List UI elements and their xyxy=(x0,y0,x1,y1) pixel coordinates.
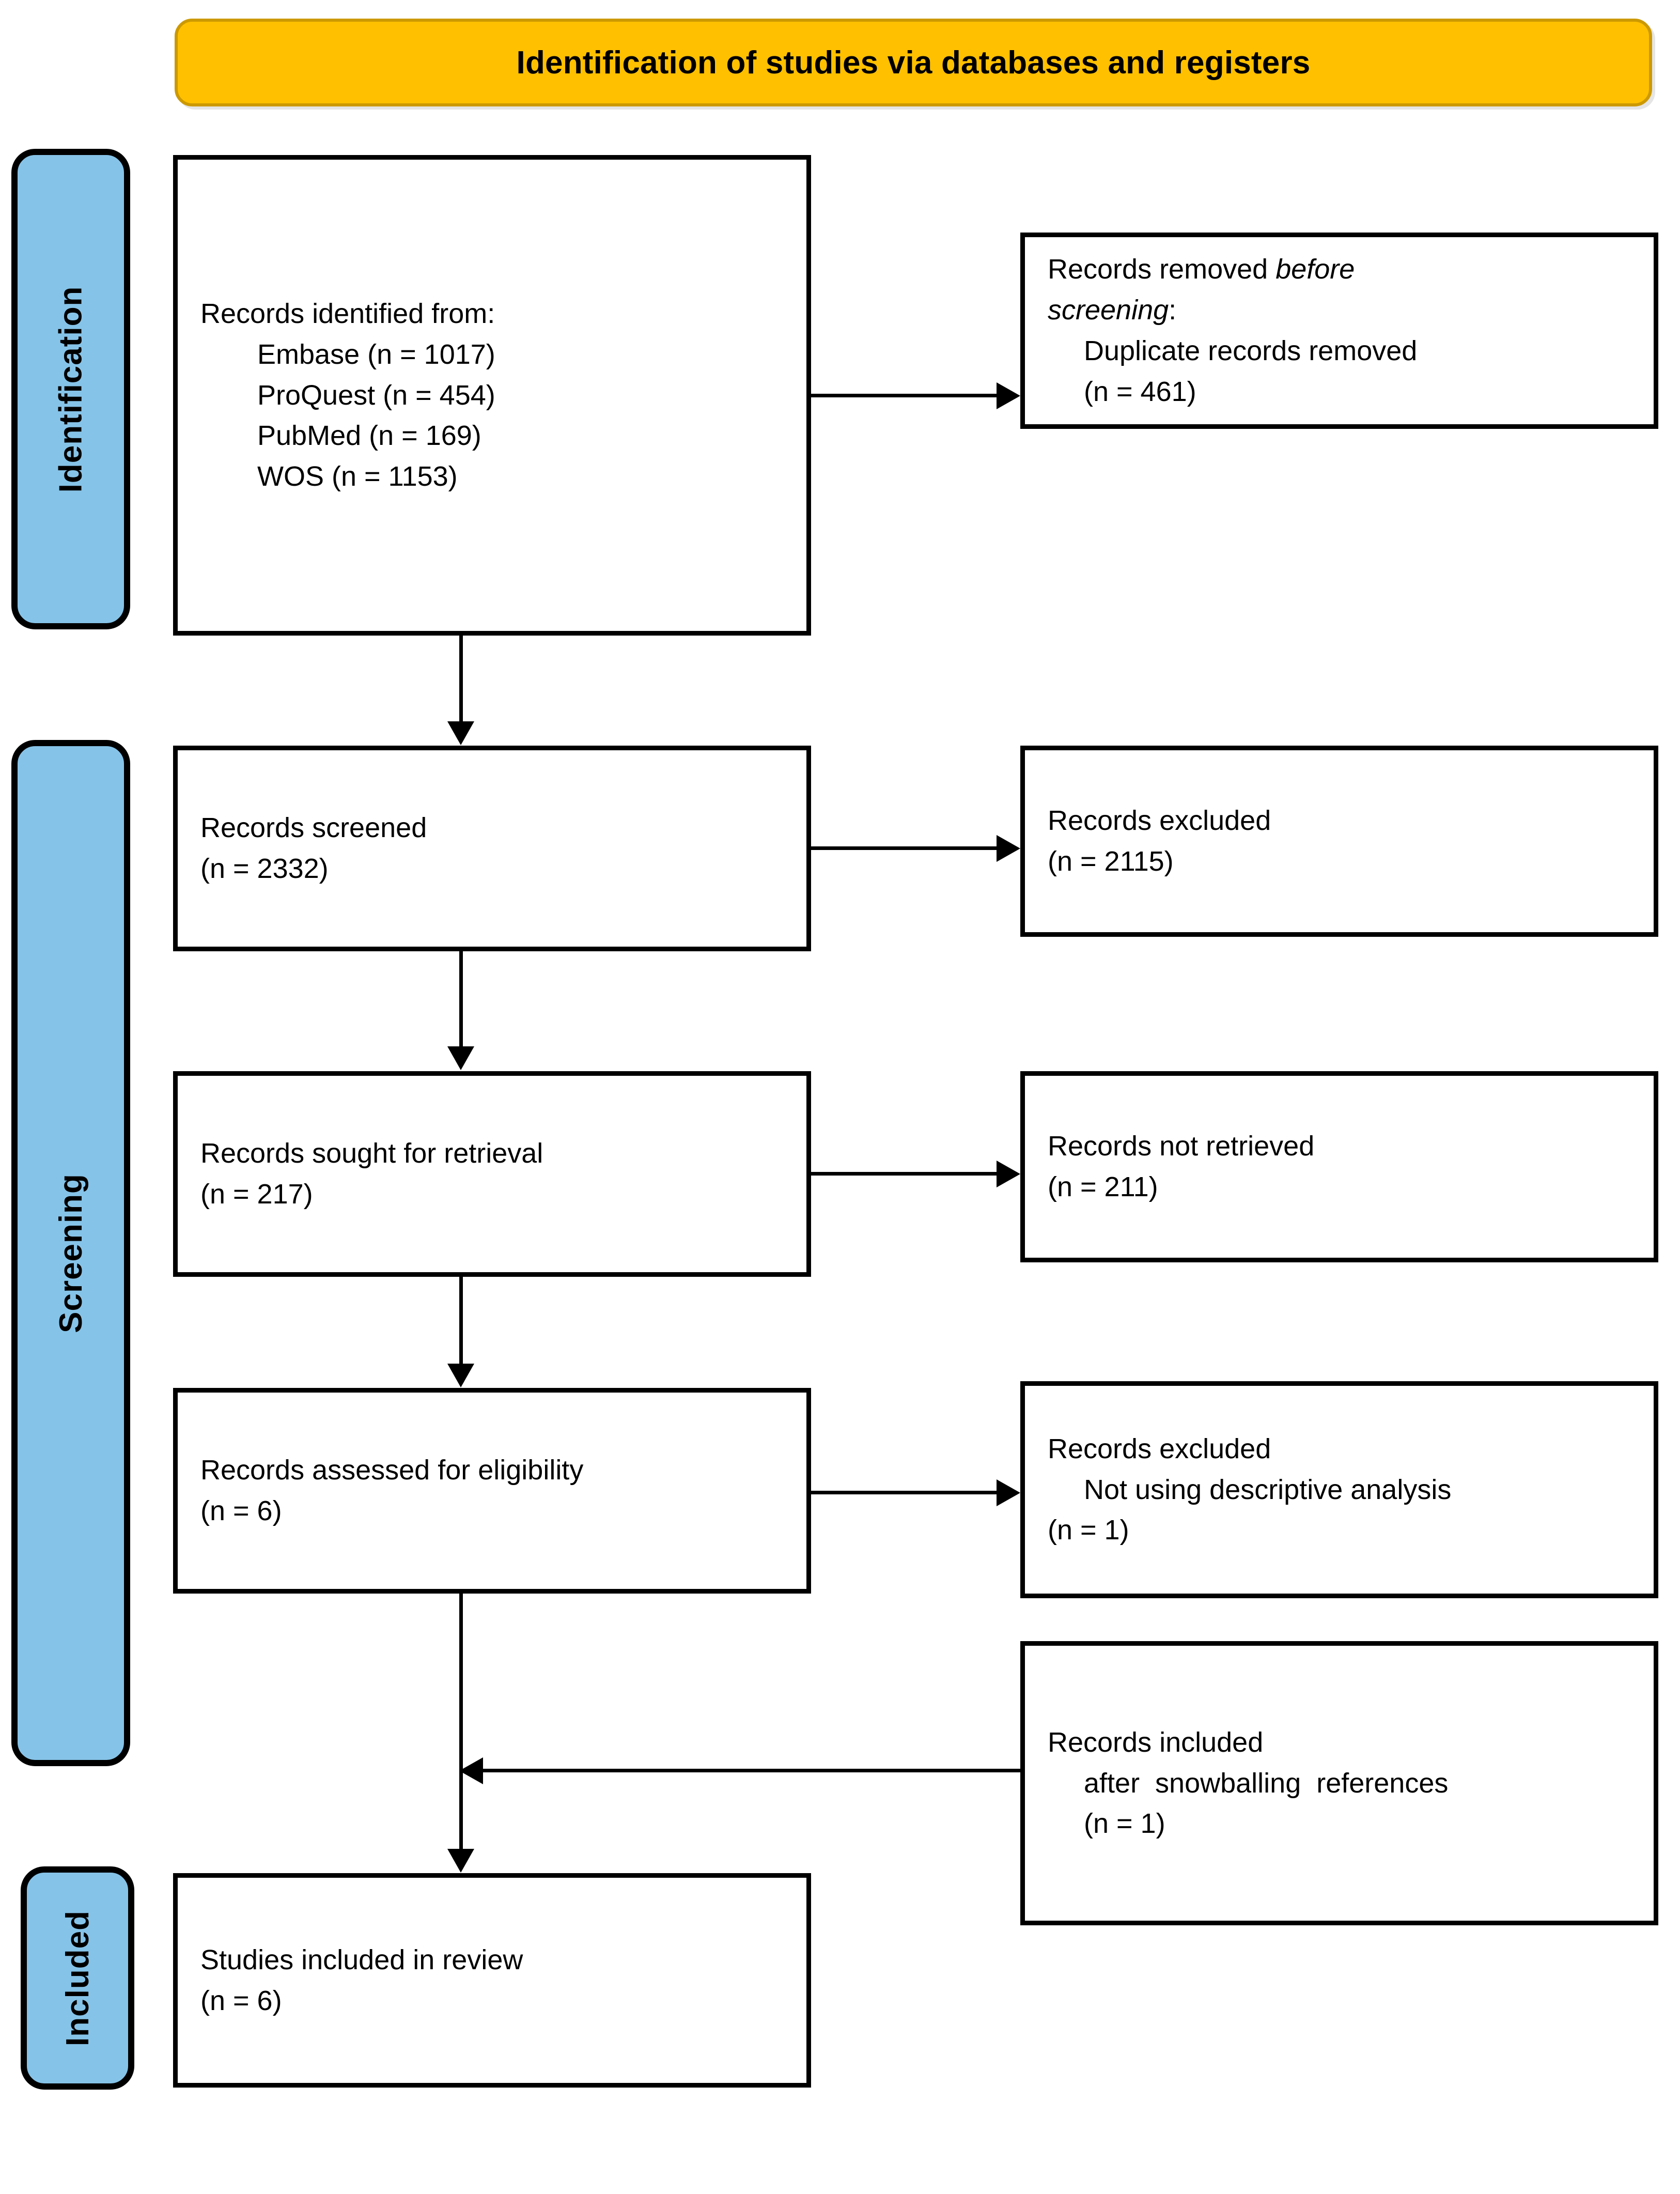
box-records-identified: Records identified from: Embase (n = 101… xyxy=(173,155,811,636)
connector-screened-to-sought xyxy=(459,951,463,1048)
arrowhead-assessed-to-excluded-eligibility xyxy=(997,1479,1020,1506)
records-removed-heading-line2: screening: xyxy=(1048,290,1631,331)
records-removed-heading-colon: : xyxy=(1169,295,1177,326)
records-assessed-label: Records assessed for eligibility xyxy=(200,1455,584,1486)
connector-assessed-to-studies-included xyxy=(459,1594,463,1851)
records-removed-heading-emphasis-2: screening xyxy=(1048,295,1169,326)
records-identified-source-wos: WOS (n = 1153) xyxy=(257,461,458,492)
arrowhead-assessed-to-studies-included xyxy=(447,1849,474,1873)
records-excluded-eligibility-reason: Not using descriptive analysis xyxy=(1084,1474,1452,1505)
box-records-included-snowballing: Records included after snowballing refer… xyxy=(1020,1641,1658,1925)
records-screened-label: Records screened xyxy=(200,812,427,844)
stage-rail-included: Included xyxy=(21,1866,134,2090)
box-records-excluded-screening: Records excluded (n = 2115) xyxy=(1020,746,1658,937)
records-removed-heading-line1: Records removed before xyxy=(1048,249,1631,290)
arrowhead-sought-to-assessed xyxy=(447,1364,474,1387)
arrowhead-screened-to-sought xyxy=(447,1046,474,1070)
records-excluded-eligibility-count: (n = 1) xyxy=(1048,1515,1129,1546)
stage-rail-label-identification: Identification xyxy=(53,286,89,492)
arrowhead-sought-to-not-retrieved xyxy=(997,1161,1020,1187)
arrowhead-identified-to-removed xyxy=(997,382,1020,409)
connector-identified-to-removed xyxy=(811,394,997,397)
records-sought-label: Records sought for retrieval xyxy=(200,1138,543,1169)
records-excluded-screening-count: (n = 2115) xyxy=(1048,846,1174,877)
snowball-label: Records included xyxy=(1048,1726,1264,1758)
box-records-removed-before-screening: Records removed before screening: Duplic… xyxy=(1020,233,1658,429)
box-records-assessed-for-eligibility: Records assessed for eligibility (n = 6) xyxy=(173,1388,811,1594)
records-not-retrieved-count: (n = 211) xyxy=(1048,1171,1158,1202)
records-assessed-count: (n = 6) xyxy=(200,1495,282,1526)
records-not-retrieved-label: Records not retrieved xyxy=(1048,1131,1315,1162)
records-removed-heading-emphasis: before xyxy=(1275,254,1355,285)
stage-rail-label-screening: Screening xyxy=(53,1173,89,1333)
box-records-sought-for-retrieval: Records sought for retrieval (n = 217) xyxy=(173,1071,811,1277)
records-sought-count: (n = 217) xyxy=(200,1179,313,1210)
connector-sought-to-assessed xyxy=(459,1277,463,1366)
phase-banner-identification: Identification of studies via databases … xyxy=(175,19,1652,106)
records-removed-detail: Duplicate records removed xyxy=(1084,335,1418,366)
stage-rail-label-included: Included xyxy=(59,1910,96,2046)
box-records-not-retrieved: Records not retrieved (n = 211) xyxy=(1020,1071,1658,1262)
stage-rail-screening: Screening xyxy=(11,740,130,1766)
arrowhead-identified-to-screened xyxy=(447,721,474,745)
arrowhead-screened-to-excluded xyxy=(997,835,1020,862)
studies-included-count: (n = 6) xyxy=(200,1985,282,2016)
records-identified-source-pubmed: PubMed (n = 169) xyxy=(257,420,481,452)
studies-included-label: Studies included in review xyxy=(200,1944,523,1975)
connector-sought-to-not-retrieved xyxy=(811,1172,997,1176)
box-records-screened: Records screened (n = 2332) xyxy=(173,746,811,951)
stage-rail-identification: Identification xyxy=(11,149,130,629)
records-excluded-eligibility-label: Records excluded xyxy=(1048,1433,1271,1464)
records-identified-source-embase: Embase (n = 1017) xyxy=(257,338,495,370)
snowball-count: (n = 1) xyxy=(1084,1808,1165,1840)
connector-identified-to-screened xyxy=(459,636,463,723)
records-screened-count: (n = 2332) xyxy=(200,853,329,884)
connector-screened-to-excluded xyxy=(811,846,997,850)
records-removed-count: (n = 461) xyxy=(1084,376,1196,407)
connector-snowball-to-spine xyxy=(483,1769,1021,1772)
records-identified-heading: Records identified from: xyxy=(200,298,495,329)
records-excluded-screening-label: Records excluded xyxy=(1048,805,1271,837)
snowball-detail: after snowballing references xyxy=(1084,1767,1449,1799)
arrowhead-snowball-to-spine xyxy=(459,1757,483,1784)
records-identified-source-proquest: ProQuest (n = 454) xyxy=(257,379,495,411)
phase-banner-title: Identification of studies via databases … xyxy=(516,44,1311,81)
connector-assessed-to-excluded-eligibility xyxy=(811,1491,997,1494)
box-studies-included-in-review: Studies included in review (n = 6) xyxy=(173,1873,811,2088)
box-records-excluded-eligibility: Records excluded Not using descriptive a… xyxy=(1020,1381,1658,1598)
records-removed-heading-text: Records removed xyxy=(1048,254,1276,285)
